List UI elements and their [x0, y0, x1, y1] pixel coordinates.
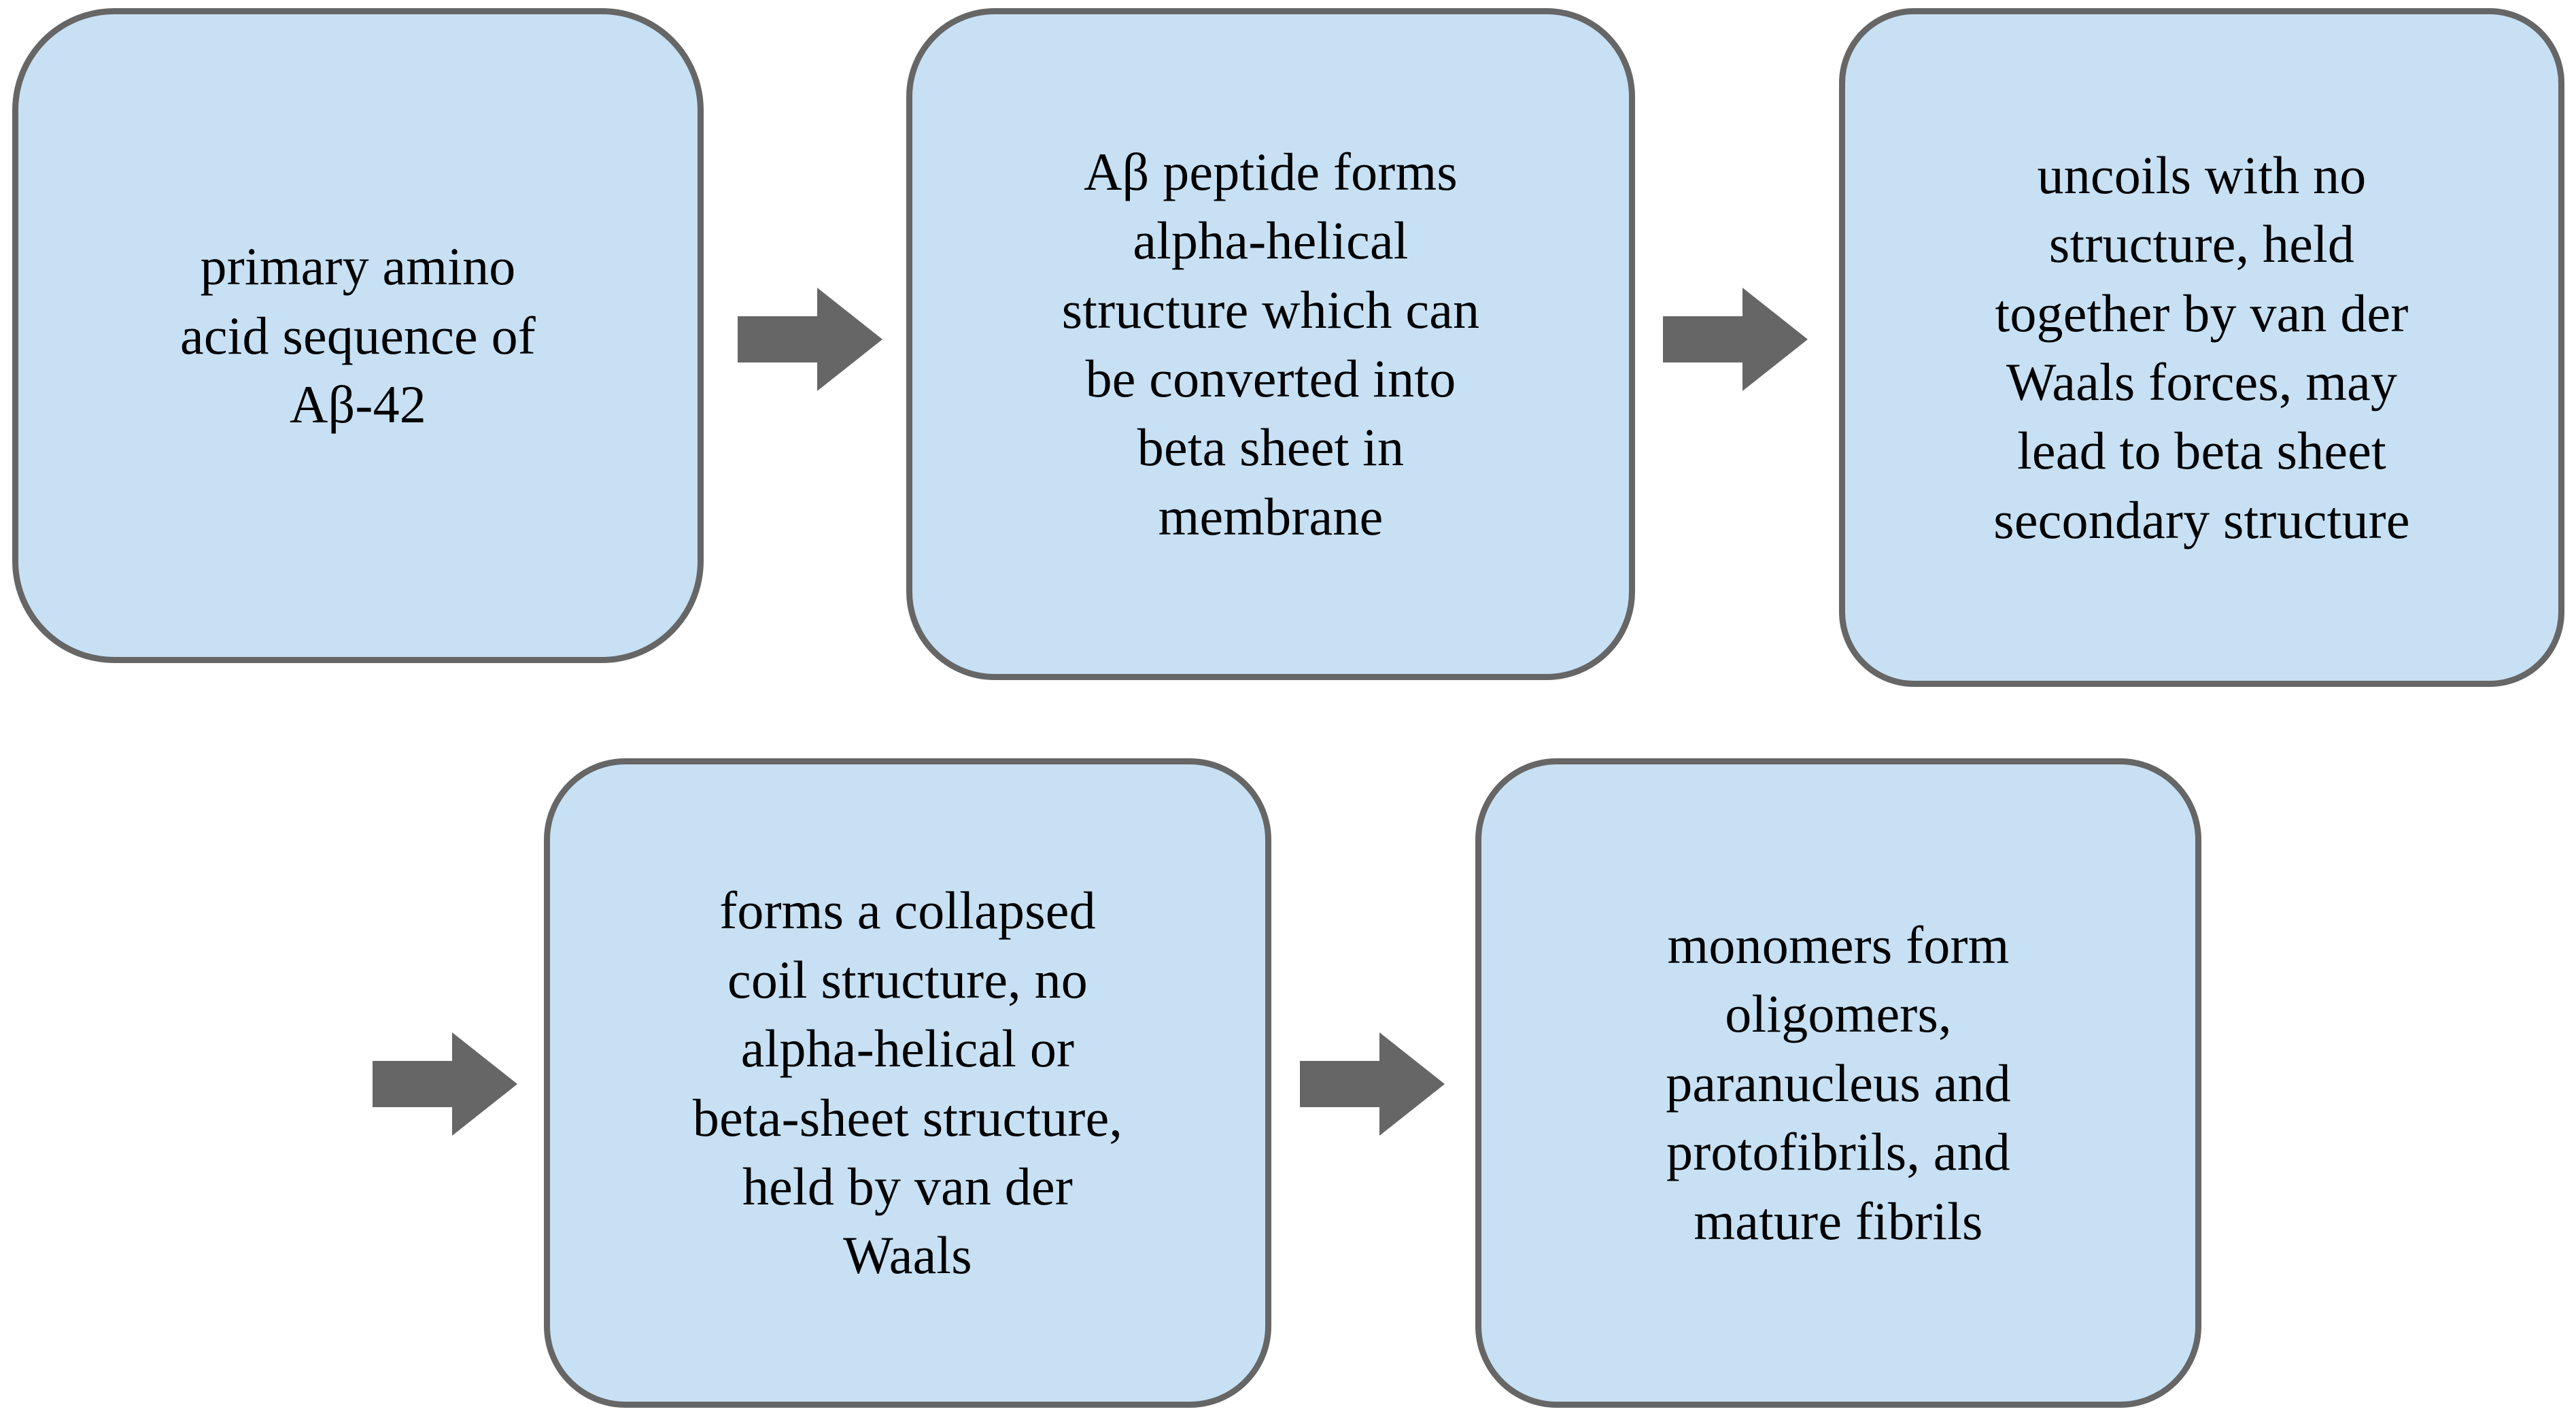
flow-node-label: forms a collapsed coil structure, no alp…	[692, 881, 1123, 1285]
arrow-right-icon	[1300, 1032, 1445, 1136]
arrow-right-icon	[738, 288, 882, 391]
arrow-right-icon	[373, 1032, 517, 1136]
flow-node-monomers-oligomers-fibrils[interactable]: monomers form oligomers, paranucleus and…	[1475, 758, 2201, 1408]
flow-node-abeta-peptide-alpha-helical[interactable]: Aβ peptide forms alpha-helical structure…	[906, 8, 1635, 680]
flow-node-label: monomers form oligomers, paranucleus and…	[1666, 915, 2011, 1251]
flow-node-label: primary amino acid sequence of Aβ-42	[180, 237, 536, 435]
flow-node-uncoils-no-structure[interactable]: uncoils with no structure, held together…	[1839, 8, 2564, 687]
flow-node-label: uncoils with no structure, held together…	[1993, 145, 2410, 550]
flow-node-primary-amino-acid-sequence[interactable]: primary amino acid sequence of Aβ-42	[12, 8, 704, 663]
arrow-right-icon	[1663, 288, 1808, 391]
flow-node-collapsed-coil-structure[interactable]: forms a collapsed coil structure, no alp…	[544, 758, 1271, 1408]
flow-node-label: Aβ peptide forms alpha-helical structure…	[1061, 141, 1480, 546]
